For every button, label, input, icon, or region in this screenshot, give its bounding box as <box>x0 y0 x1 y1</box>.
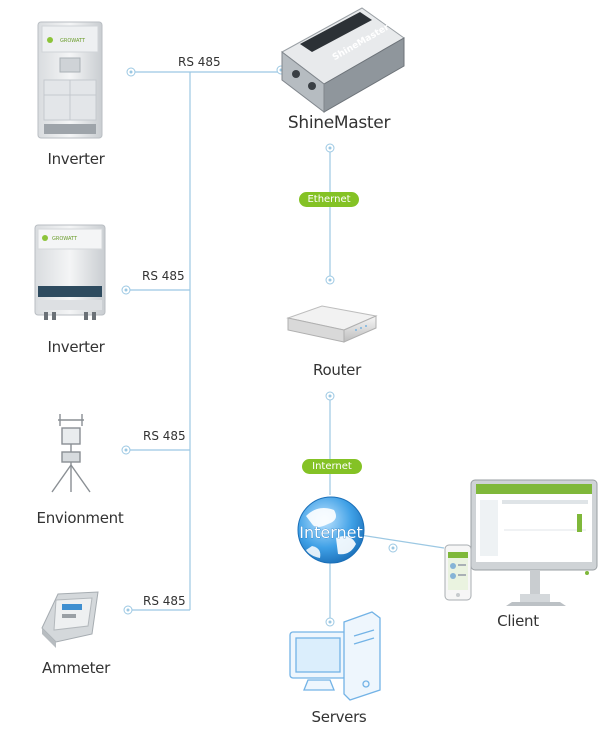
inverter-2-image <box>34 224 106 320</box>
internet-badge: Internet <box>302 459 362 474</box>
ammeter-image <box>41 591 99 648</box>
environment-label: Envionment <box>36 509 124 527</box>
globe-label: Internet <box>299 523 363 542</box>
environment-sensor-image <box>51 414 91 493</box>
internet-globe-image <box>297 496 365 564</box>
router-image <box>286 305 378 343</box>
rs485-label-1: RS 485 <box>178 55 221 69</box>
router-label: Router <box>313 361 361 379</box>
client-label: Client <box>497 612 539 630</box>
rs485-label-4: RS 485 <box>143 594 186 608</box>
inverter-1-label: Inverter <box>47 150 105 168</box>
inverter-2-label: Inverter <box>47 338 105 356</box>
shinemaster-label: ShineMaster <box>287 113 391 133</box>
servers-image <box>289 611 381 701</box>
inverter-1-image <box>37 21 103 139</box>
client-monitor-image <box>470 479 598 606</box>
client-phone-image <box>444 544 472 601</box>
servers-label: Servers <box>311 708 367 726</box>
rs485-label-3: RS 485 <box>143 429 186 443</box>
ammeter-label: Ammeter <box>42 659 110 677</box>
connector-lines <box>126 71 445 622</box>
shinemaster-device-image <box>281 7 405 114</box>
client-link <box>359 534 445 549</box>
ethernet-badge: Ethernet <box>299 192 359 207</box>
rs485-label-2: RS 485 <box>142 269 185 283</box>
inverter-2-brand: GROWATT <box>52 236 78 242</box>
inverter-1-brand: GROWATT <box>60 38 86 44</box>
